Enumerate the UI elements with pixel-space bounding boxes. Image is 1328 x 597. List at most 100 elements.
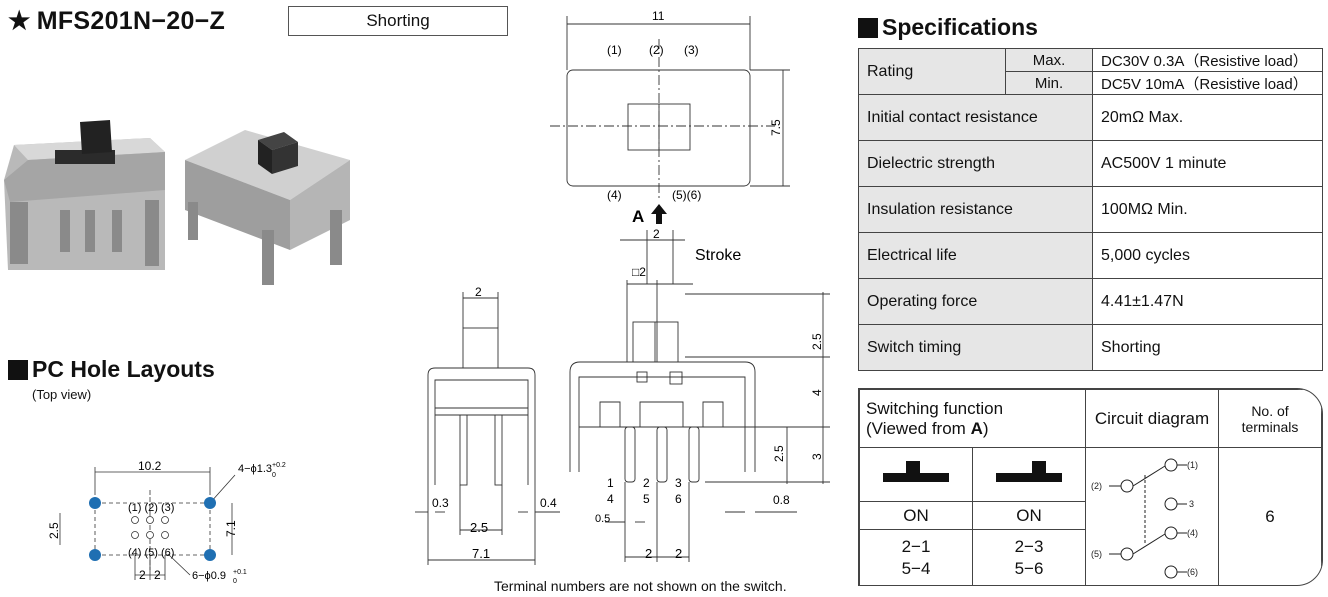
spec-label: Dielectric strength bbox=[858, 140, 1093, 187]
tv-t3: (3) bbox=[684, 43, 699, 57]
square-bullet-icon bbox=[858, 17, 878, 38]
tv-t1: (1) bbox=[607, 43, 622, 57]
pc-bot-terms: (4) (5) (6) bbox=[128, 547, 174, 559]
pc-top-terms: (1) (2) (3) bbox=[128, 502, 174, 514]
product-photo bbox=[4, 120, 350, 285]
fv-d4: 7.1 bbox=[472, 546, 490, 561]
circuit-t3: 3 bbox=[1189, 499, 1194, 509]
pos2-c2: 5−6 bbox=[1014, 558, 1044, 578]
sv-pin1: 1 bbox=[607, 476, 614, 490]
sv-pin6: 6 bbox=[675, 492, 682, 506]
spec-label: Operating force bbox=[858, 278, 1093, 325]
circuit-t4: (4) bbox=[1187, 528, 1198, 538]
spec-value: 100MΩ Min. bbox=[1092, 186, 1323, 233]
spec-label: Switch timing bbox=[858, 324, 1093, 371]
pc-hole-title: PC Hole Layouts bbox=[32, 356, 215, 382]
circuit-diagram: (1) (2) 3 (4) (5) (6) bbox=[1085, 447, 1219, 585]
pos2-c1: 2−3 bbox=[1014, 536, 1044, 556]
position-1-icon bbox=[859, 447, 973, 502]
specs-heading: Specifications bbox=[858, 14, 1038, 41]
sv-pin5: 5 bbox=[643, 492, 650, 506]
sv-w08: 0.8 bbox=[773, 493, 790, 507]
pc-hole-small-tol: +0.1 bbox=[233, 569, 247, 576]
spec-label: Initial contact resistance bbox=[858, 94, 1093, 141]
spec-table: Rating Max. DC30V 0.3A（Resistive load） M… bbox=[858, 48, 1323, 371]
pc-hole-big-tol2: 0 bbox=[272, 472, 276, 479]
pos1-c1: 2−1 bbox=[901, 536, 931, 556]
specs-title: Specifications bbox=[882, 14, 1038, 40]
spec-max-value: DC30V 0.3A（Resistive load） bbox=[1092, 48, 1323, 72]
pc-hole-drawing: 10.2 (1) (2) (3) (4) (5) (6) 4−ϕ1.3 +0.2… bbox=[47, 459, 286, 585]
terminal-note: Terminal numbers are not shown on the sw… bbox=[494, 578, 787, 594]
pc-hole-heading: PC Hole Layouts bbox=[8, 356, 215, 383]
tv-height: 7.5 bbox=[769, 119, 783, 136]
fv-d3: 2.5 bbox=[470, 520, 488, 535]
circuit-t6: (6) bbox=[1187, 567, 1198, 577]
pc-hole-small: 6−ϕ0.9 bbox=[192, 570, 226, 582]
pc-height: 2.5 bbox=[47, 522, 61, 539]
type-box: Shorting bbox=[288, 6, 508, 36]
spec-value: 20mΩ Max. bbox=[1092, 94, 1323, 141]
spec-value: AC500V 1 minute bbox=[1092, 140, 1323, 187]
top-view-drawing: 11 (1) (2) (3) (4) (5)(6) 7.5 A bbox=[550, 9, 790, 226]
switching-header-line2: (Viewed from bbox=[866, 418, 971, 438]
circuit-t2: (2) bbox=[1091, 481, 1102, 491]
spec-max-label: Max. bbox=[1005, 48, 1093, 72]
pc-pitch2: 2 bbox=[154, 568, 161, 582]
sv-stroke: Stroke bbox=[695, 247, 741, 264]
switching-header: Switching function(Viewed from A) bbox=[859, 389, 1086, 448]
pc-right: 7.1 bbox=[224, 520, 238, 537]
pos1-state: ON bbox=[859, 501, 973, 530]
sv-p2: 2 bbox=[675, 546, 682, 561]
pc-hole-subtitle: (Top view) bbox=[32, 387, 92, 402]
up-arrow-icon bbox=[651, 204, 667, 224]
sv-pin3: 3 bbox=[675, 476, 682, 490]
sv-stroke-val: 2 bbox=[653, 227, 660, 241]
fv-knob: 2 bbox=[475, 285, 482, 299]
spec-label: Electrical life bbox=[858, 232, 1093, 279]
terminals-count: 6 bbox=[1218, 447, 1322, 585]
tv-width: 11 bbox=[652, 9, 665, 23]
sv-h2: 4 bbox=[810, 389, 824, 396]
pc-pitch1: 2 bbox=[139, 568, 146, 582]
tv-t4: (4) bbox=[607, 188, 622, 202]
sv-h1: 2.5 bbox=[810, 333, 824, 350]
spec-value: 4.41±1.47N bbox=[1092, 278, 1323, 325]
tv-arrow-label: A bbox=[632, 207, 644, 226]
sv-pin2: 2 bbox=[643, 476, 650, 490]
spec-label-rating: Rating bbox=[858, 48, 1006, 95]
switching-header-bold: A bbox=[970, 418, 983, 438]
pos2-state: ON bbox=[972, 501, 1086, 530]
star-icon: ★ bbox=[8, 7, 31, 35]
position-2-icon bbox=[972, 447, 1086, 502]
circuit-header: Circuit diagram bbox=[1085, 389, 1219, 448]
spec-min-value: DC5V 10mA（Resistive load） bbox=[1092, 71, 1323, 95]
switching-table: Switching function(Viewed from A) Circui… bbox=[858, 388, 1323, 586]
switching-header-end: ) bbox=[982, 418, 989, 438]
spec-value: 5,000 cycles bbox=[1092, 232, 1323, 279]
switching-header-line1: Switching function bbox=[866, 398, 1004, 418]
sv-h3: 2.5 bbox=[772, 445, 786, 462]
terminals-header-line2: terminals bbox=[1241, 418, 1299, 435]
spec-label: Insulation resistance bbox=[858, 186, 1093, 233]
spec-min-label: Min. bbox=[1005, 71, 1093, 95]
terminals-header-line1: No. of bbox=[1251, 402, 1289, 419]
sv-knob: □2 bbox=[632, 265, 646, 279]
sv-h4: 3 bbox=[810, 453, 824, 460]
spec-value: Shorting bbox=[1092, 324, 1323, 371]
pc-width-label: 10.2 bbox=[138, 459, 162, 473]
side-view-drawing: 2 Stroke □2 2.5 4 2.5 3 1 2 3 4 5 6 0.5 … bbox=[569, 227, 830, 562]
sv-p1: 2 bbox=[645, 546, 652, 561]
pc-hole-small-tol2: 0 bbox=[233, 578, 237, 585]
fv-d2: 0.4 bbox=[540, 496, 557, 510]
tv-t56: (5)(6) bbox=[672, 188, 701, 202]
part-title: ★MFS201N−20−Z bbox=[8, 6, 225, 36]
square-bullet-icon bbox=[8, 359, 28, 380]
fv-d1: 0.3 bbox=[432, 496, 449, 510]
pos1-c2: 5−4 bbox=[901, 558, 931, 578]
sv-pin4: 4 bbox=[607, 492, 614, 506]
tv-t2: (2) bbox=[649, 43, 664, 57]
